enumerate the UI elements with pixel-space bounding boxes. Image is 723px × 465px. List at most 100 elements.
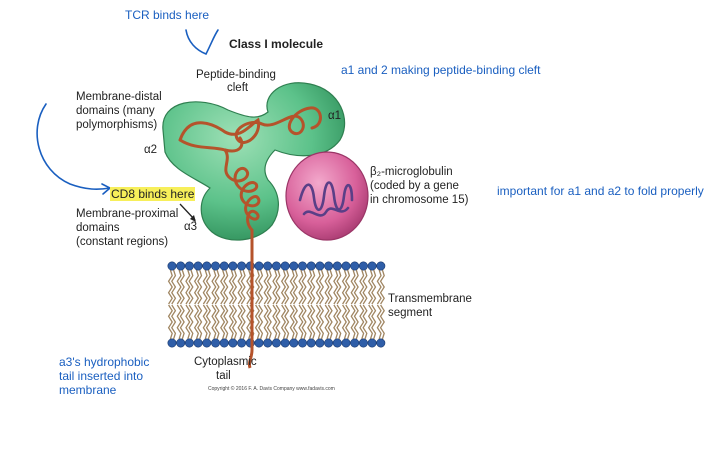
lipid-tail — [211, 269, 217, 305]
lipid-tail — [333, 304, 339, 340]
lipid-tail — [379, 304, 385, 340]
lipid-tail — [327, 304, 333, 340]
lipid-tail — [176, 304, 182, 340]
lipid-tail — [249, 269, 255, 305]
lipid-tail — [197, 304, 203, 340]
lipid-tail — [228, 304, 234, 340]
lipid-head — [341, 338, 351, 348]
annotation-cleft: a1 and 2 making peptide-binding cleft — [341, 63, 541, 77]
lipid-head — [237, 261, 247, 271]
lipid-tail — [341, 304, 347, 340]
lipid-tail — [359, 304, 365, 340]
lipid-tail — [179, 304, 185, 340]
lipid-tail — [292, 304, 298, 340]
lipid-tail — [197, 269, 203, 305]
lipid-tail — [345, 304, 351, 340]
label-cytoplasmic-2: tail — [216, 370, 231, 382]
lipid-tail — [223, 269, 229, 305]
lipid-tail — [188, 304, 194, 340]
lipid-tail — [171, 269, 177, 305]
lipid-tail — [266, 269, 272, 305]
lipid-tail — [228, 269, 234, 305]
label-cytoplasmic-1: Cytoplasmic — [194, 356, 257, 368]
lipid-tail — [263, 304, 269, 340]
lipid-head — [219, 261, 229, 271]
lipid-tail — [231, 269, 238, 305]
lipid-tail — [362, 304, 368, 340]
lipid-tail — [298, 269, 304, 305]
lipid-head — [367, 261, 377, 271]
cd8-highlight: CD8 binds here — [110, 187, 196, 201]
lipid-head — [289, 261, 299, 271]
lipid-tail — [318, 269, 325, 305]
lipid-tail — [185, 304, 191, 340]
label-transmembrane-2: segment — [388, 307, 433, 319]
lipid-head — [271, 338, 281, 348]
lipid-head — [332, 338, 342, 348]
lipid-tail — [249, 304, 255, 340]
label-transmembrane-1: Transmembrane — [388, 293, 472, 305]
annotation-tcr: TCR binds here — [125, 8, 210, 22]
lipid-tail — [379, 269, 385, 305]
lipid-bilayer — [167, 261, 386, 348]
label-cleft-1: Peptide-binding — [196, 69, 276, 81]
lipid-head — [376, 261, 386, 271]
lipid-tail — [280, 269, 287, 305]
lipid-tail — [237, 304, 243, 340]
lipid-head — [176, 338, 186, 348]
heavy-chain — [162, 82, 369, 262]
lipid-tail — [240, 269, 246, 305]
lipid-head — [228, 261, 238, 271]
lipid-head — [228, 338, 238, 348]
lipid-tail — [263, 269, 269, 305]
annotation-cd8: CD8 binds here — [110, 187, 196, 201]
lipid-head — [306, 261, 316, 271]
lipid-head — [202, 338, 212, 348]
annotation-a3-tail-2: tail inserted into — [59, 369, 144, 383]
lipid-head — [280, 261, 290, 271]
lipid-tail — [193, 304, 200, 340]
lipid-tail — [341, 269, 347, 305]
lipid-tail — [237, 269, 243, 305]
lipid-head — [297, 338, 307, 348]
beta2-chain — [298, 181, 354, 217]
lipid-tail — [345, 269, 351, 305]
lipid-tail — [315, 304, 321, 340]
lipid-tail — [258, 304, 264, 340]
lipid-tail — [179, 269, 185, 305]
lipid-tail — [211, 304, 217, 340]
label-distal-2: domains (many — [76, 105, 155, 117]
lipid-tail — [359, 269, 365, 305]
lipid-tail — [214, 269, 220, 305]
lipid-tail — [310, 269, 316, 305]
lipid-head — [350, 338, 360, 348]
lipid-tail — [205, 269, 211, 305]
lipid-tail — [214, 304, 220, 340]
lipid-tail — [301, 304, 307, 340]
lipid-tail — [185, 269, 191, 305]
lipid-head — [271, 261, 281, 271]
lipid-tail — [275, 269, 281, 305]
lipid-tail — [284, 304, 290, 340]
annotation-b2m: important for a1 and a2 to fold properly — [497, 184, 704, 198]
label-alpha2: α2 — [144, 144, 158, 156]
lipid-tail — [280, 304, 287, 340]
lipid-tail — [307, 269, 313, 305]
lipid-tail — [284, 269, 290, 305]
lipid-head — [341, 261, 351, 271]
lipid-tail — [240, 304, 246, 340]
beta2-microglobulin-domain — [285, 151, 369, 241]
lipid-head — [219, 338, 229, 348]
lipid-tail — [371, 269, 377, 305]
lipid-head — [376, 338, 386, 348]
lipid-head — [184, 338, 194, 348]
lipid-tail — [205, 304, 211, 340]
label-alpha1: α1 — [328, 110, 342, 122]
label-b2m-3: in chromosome 15) — [370, 194, 469, 206]
lipid-tail — [327, 269, 333, 305]
label-proximal-2: domains — [76, 222, 120, 234]
label-distal-3: polymorphisms) — [76, 119, 158, 131]
lipid-tail — [171, 304, 177, 340]
lipid-head — [167, 261, 177, 271]
